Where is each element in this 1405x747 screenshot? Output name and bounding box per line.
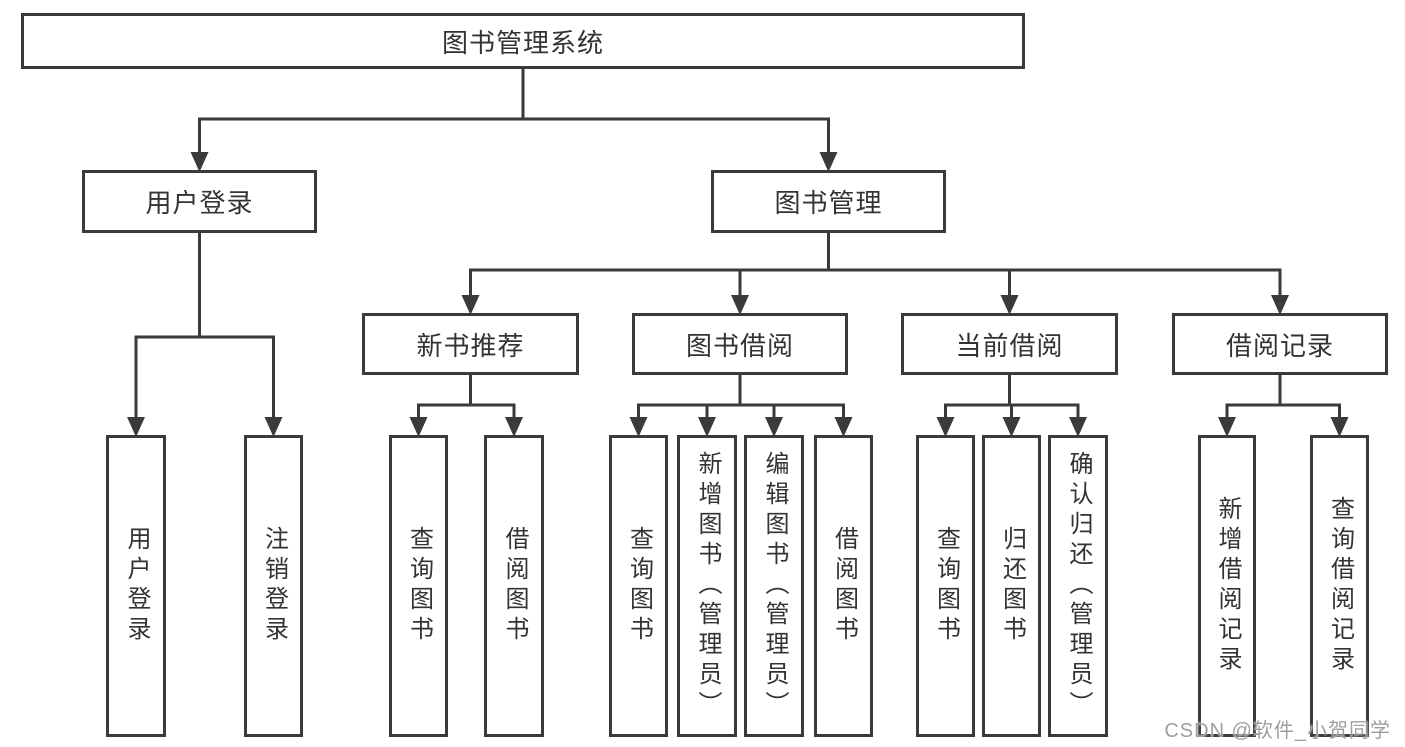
arrowhead-icon (765, 417, 783, 437)
arrowhead-icon (505, 417, 523, 437)
node-box-cb-return: 归还图书 (982, 435, 1041, 737)
node-box-book-borrow: 图书借阅 (632, 313, 848, 375)
node-label-user-login: 用户登录 (145, 188, 254, 218)
node-label-nb-query: 查询图书 (405, 526, 433, 646)
arrowhead-icon (936, 417, 955, 437)
node-box-leaf-logout: 注销登录 (244, 435, 303, 737)
node-box-cb-query: 查询图书 (916, 435, 975, 737)
node-label-rec-add: 新增借阅记录 (1214, 496, 1241, 676)
arrowhead-icon (127, 417, 145, 437)
node-box-book-mgmt: 图书管理 (711, 170, 946, 233)
arrowhead-icon (190, 152, 209, 172)
node-box-system: 图书管理系统 (21, 13, 1025, 69)
node-box-bb-query: 查询图书 (609, 435, 668, 737)
node-label-book-mgmt: 图书管理 (774, 188, 883, 218)
arrowhead-icon (834, 417, 853, 437)
arrowhead-icon (461, 295, 480, 315)
arrowhead-icon (1330, 417, 1349, 437)
arrowhead-icon (409, 417, 428, 437)
node-box-nb-query: 查询图书 (389, 435, 448, 737)
node-box-cb-confirm: 确认归还（管理员） (1048, 435, 1108, 737)
node-label-bb-query: 查询图书 (625, 526, 653, 646)
node-label-cb-return: 归还图书 (998, 526, 1026, 646)
node-label-current-borrow: 当前借阅 (955, 330, 1064, 361)
node-box-new-book-rec: 新书推荐 (362, 313, 579, 375)
node-label-cb-query: 查询图书 (932, 526, 960, 646)
node-label-new-book-rec: 新书推荐 (416, 330, 525, 361)
node-box-bb-lend: 借阅图书 (814, 435, 873, 737)
arrowhead-icon (731, 295, 749, 315)
arrowhead-icon (1271, 295, 1289, 315)
arrowhead-icon (1218, 417, 1236, 437)
node-label-leaf-logout: 注销登录 (260, 526, 288, 646)
node-box-leaf-user-login: 用户登录 (106, 435, 166, 737)
node-box-bb-edit: 编辑图书（管理员） (744, 435, 804, 737)
arrowhead-icon (698, 417, 716, 437)
node-box-rec-add: 新增借阅记录 (1198, 435, 1256, 737)
node-label-nb-borrow: 借阅图书 (501, 526, 528, 646)
node-label-system: 图书管理系统 (441, 27, 604, 58)
node-box-current-borrow: 当前借阅 (901, 313, 1118, 375)
watermark: CSDN @软件_小贺同学 (1164, 720, 1391, 742)
node-label-borrow-records: 借阅记录 (1225, 330, 1334, 361)
arrowhead-icon (264, 417, 283, 437)
arrowhead-icon (1069, 417, 1087, 437)
node-label-bb-edit: 编辑图书（管理员） (761, 451, 788, 721)
node-label-bb-add: 新增图书（管理员） (694, 451, 721, 721)
arrowhead-icon (1000, 295, 1019, 315)
arrowhead-icon (819, 152, 838, 172)
node-box-borrow-records: 借阅记录 (1172, 313, 1388, 375)
node-label-rec-query: 查询借阅记录 (1326, 496, 1354, 676)
node-box-nb-borrow: 借阅图书 (484, 435, 544, 737)
node-label-leaf-user-login: 用户登录 (123, 526, 150, 646)
arrowhead-icon (629, 417, 648, 437)
node-label-bb-lend: 借阅图书 (830, 526, 858, 646)
node-label-book-borrow: 图书借阅 (685, 330, 794, 361)
node-box-bb-add: 新增图书（管理员） (677, 435, 737, 737)
node-box-rec-query: 查询借阅记录 (1310, 435, 1369, 737)
node-label-cb-confirm: 确认归还（管理员） (1065, 451, 1092, 721)
arrowhead-icon (1002, 417, 1021, 437)
node-box-user-login: 用户登录 (82, 170, 317, 233)
